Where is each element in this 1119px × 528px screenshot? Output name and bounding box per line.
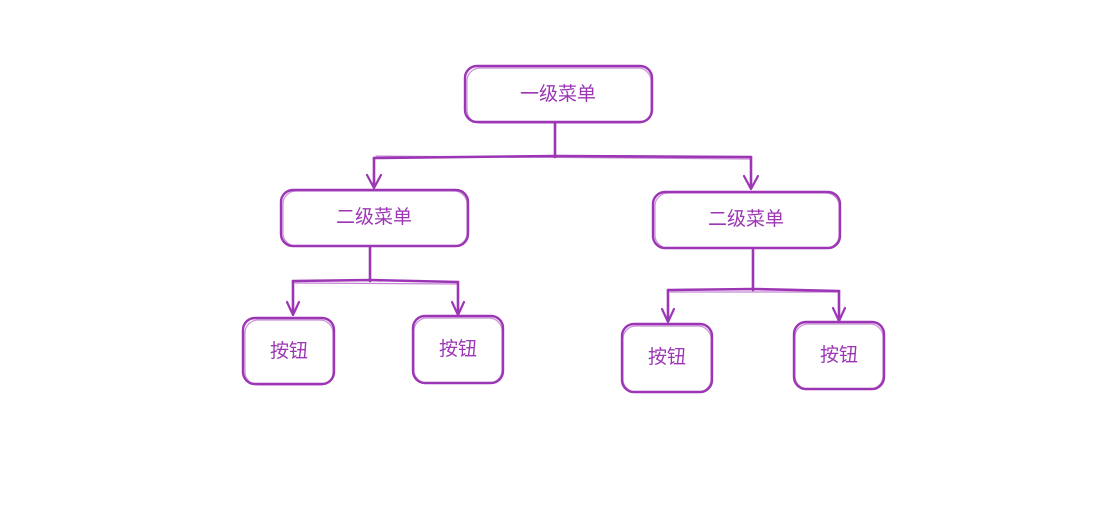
button-node-1: 按钮 bbox=[241, 316, 336, 386]
arrow-head-right bbox=[742, 174, 760, 191]
submenu-label-right: 二级菜单 bbox=[708, 208, 784, 230]
edge-right-level2-to-buttons bbox=[660, 246, 847, 324]
edge-root-to-level2 bbox=[365, 120, 760, 191]
button-label-3: 按钮 bbox=[648, 346, 686, 368]
button-label-2: 按钮 bbox=[439, 338, 477, 360]
arrow-head bbox=[285, 300, 301, 317]
button-node-4: 按钮 bbox=[792, 320, 886, 391]
edge-left-level2-to-buttons bbox=[285, 244, 466, 317]
button-node-3: 按钮 bbox=[620, 322, 714, 394]
arrow-head bbox=[660, 307, 676, 324]
root-menu-label: 一级菜单 bbox=[520, 83, 596, 105]
button-label-1: 按钮 bbox=[270, 340, 308, 362]
button-label-4: 按钮 bbox=[820, 344, 858, 366]
arrow-head-left bbox=[365, 173, 383, 190]
submenu-node-right: 二级菜单 bbox=[651, 190, 842, 250]
submenu-node-left: 二级菜单 bbox=[279, 188, 470, 248]
submenu-label-left: 二级菜单 bbox=[336, 206, 412, 228]
root-menu-node: 一级菜单 bbox=[463, 64, 654, 124]
button-node-2: 按钮 bbox=[411, 314, 505, 385]
